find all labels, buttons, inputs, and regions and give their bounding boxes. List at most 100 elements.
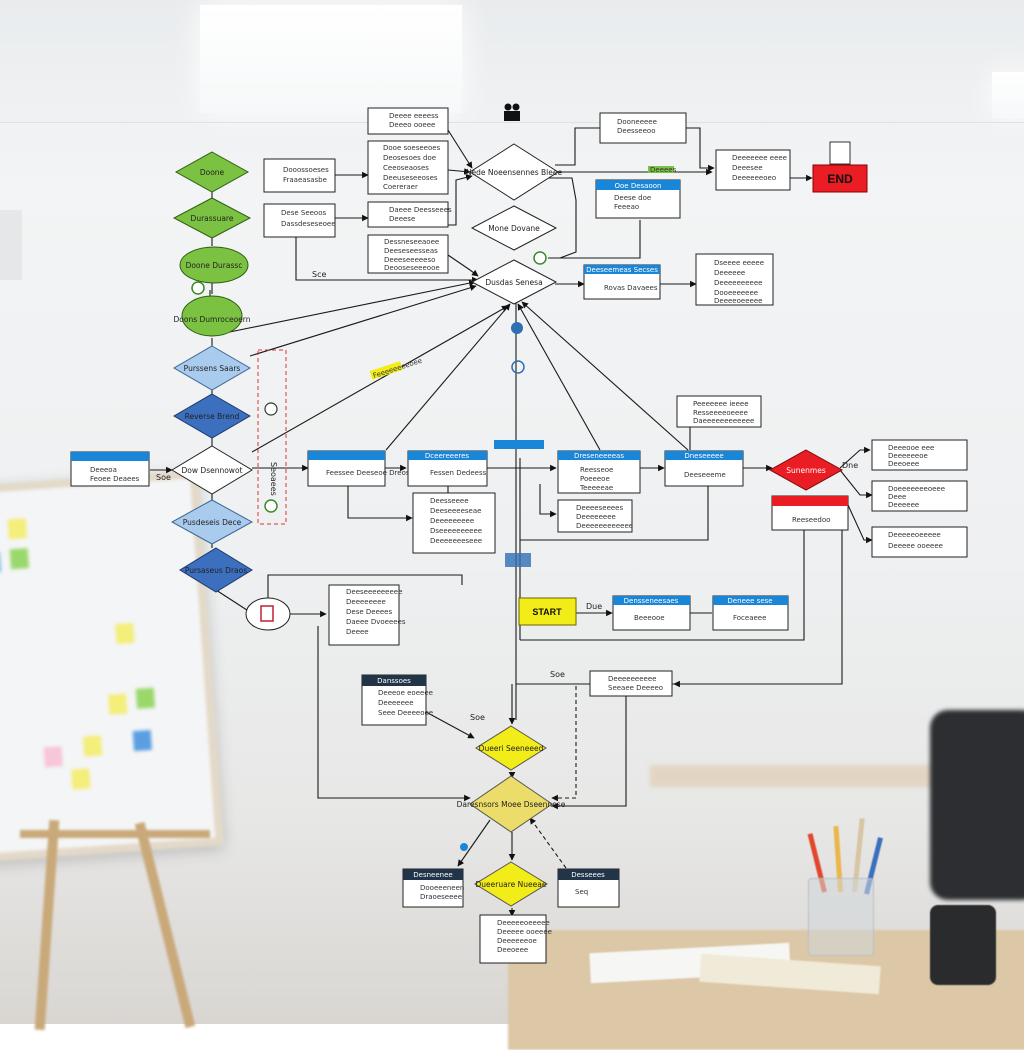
- connector: [209, 279, 476, 337]
- list-text: Deeseseesseas: [384, 247, 438, 255]
- list-box: [263, 203, 336, 238]
- node-text: Feeeao: [614, 203, 639, 211]
- node-header: [308, 451, 385, 460]
- list-text: Deeeeeee eeee: [732, 154, 787, 162]
- list-text: Deeeeeeoeo: [732, 174, 776, 182]
- list-text: Deeeee ooeeee: [497, 928, 552, 936]
- pen-cup: [808, 878, 874, 956]
- flowchart-diagram: Doone Durassuare Doone Durassc Doons Dum…: [70, 103, 968, 964]
- left-column: Doone Durassuare Doone Durassc Doons Dum…: [170, 151, 291, 631]
- list-text: Fraaeasasbe: [283, 176, 327, 184]
- edge-label: Seoaees: [269, 462, 278, 496]
- node-text: Poeeeoe: [580, 475, 610, 483]
- node-header-text: Deneee sese: [727, 597, 772, 605]
- list-text: Deosesoes doe: [383, 154, 436, 162]
- diamond-label: Reverse Brend: [185, 412, 240, 421]
- list-text: Ceeoseaoses: [383, 164, 429, 172]
- oval-green: [179, 246, 249, 284]
- connector: [520, 486, 709, 541]
- edge-label: Soe: [470, 713, 485, 722]
- node-text: Dooeeeneen: [420, 884, 464, 892]
- list-text: Daeee Deesseees: [389, 206, 452, 214]
- list-text: Peeeeeee ieeee: [693, 400, 749, 408]
- node-header: [596, 180, 680, 190]
- list-text: Deesseeoo: [617, 127, 655, 135]
- node-header-text: Densseneesaes: [624, 597, 679, 605]
- middle-row: Deeeoa Feoee Deaees Soe Feessee Deeseoe …: [70, 270, 762, 554]
- node-text: Deeseeeme: [684, 471, 726, 479]
- connector: [539, 484, 557, 518]
- list-text: Deeeeeeee: [576, 513, 616, 521]
- list-text: Deeuseseeoses: [383, 174, 438, 182]
- connector: [839, 469, 873, 499]
- list-text: Deeeeseeees: [576, 504, 623, 512]
- list-text: Dseeeeeeeeee: [430, 527, 482, 535]
- cloud-icon: [511, 322, 523, 334]
- node-header: [558, 869, 619, 880]
- edge-label: Soe: [550, 670, 565, 679]
- mug: [930, 905, 996, 985]
- connector: [215, 589, 251, 613]
- node-header: [362, 675, 426, 686]
- connector: [447, 254, 479, 277]
- end-terminal: [812, 164, 868, 193]
- node-tag: [494, 440, 544, 449]
- list-text: Deeee: [346, 628, 369, 636]
- green-tag-text: Deeees: [650, 166, 677, 174]
- handshake-icon: [511, 360, 525, 374]
- oval-label: Doone Durassc: [186, 261, 243, 270]
- list-text: Deeeeeeeee: [430, 517, 474, 525]
- list-box: [557, 499, 633, 533]
- diamond-label: Pusdeseis Dece: [183, 518, 242, 527]
- dashed-connector: [551, 683, 588, 802]
- list-text: Daeee Dvoeeees: [346, 618, 406, 626]
- list-box: [676, 395, 762, 428]
- node-header-text: Danssoes: [377, 677, 411, 685]
- diamond-label: Durassuare: [191, 214, 234, 223]
- list-text: Deeese: [389, 215, 415, 223]
- list-box: [695, 253, 774, 306]
- list-text: Deeeo ooeee: [389, 121, 435, 129]
- connector: [520, 177, 577, 259]
- list-text: Deesseeee: [430, 497, 469, 505]
- list-text: Deeeeeoeeeee: [497, 919, 550, 927]
- list-text: Resseeeeoeeee: [693, 409, 748, 417]
- list-text: Coereraer: [383, 183, 418, 191]
- node-text: Beeeooe: [634, 614, 665, 622]
- edge-label: Dne: [842, 461, 858, 470]
- list-text: Dessneseeaoee: [384, 238, 439, 246]
- list-text: Deeeeee: [714, 269, 745, 277]
- node-header-text: Dreseneeeeas: [574, 452, 624, 460]
- diamond-white: [171, 445, 253, 495]
- list-text: Deeeseeeeeso: [384, 256, 435, 264]
- list-text: Deeeoe eoeeee: [378, 689, 433, 697]
- connector: [686, 127, 715, 172]
- decorative-icons: [191, 103, 547, 851]
- list-box: [599, 112, 687, 144]
- cloud-icon: [460, 843, 468, 851]
- list-text: Deeseeeeseae: [430, 507, 481, 515]
- node-header: [613, 596, 690, 605]
- easel-bar: [20, 830, 210, 838]
- connector: [447, 129, 473, 169]
- diamond-white: [469, 143, 559, 201]
- list-text: Dooossoeses: [283, 166, 329, 174]
- oval-label: Doons Dumroceoern: [174, 315, 251, 324]
- red-dashed-group: [257, 349, 287, 525]
- node-text: Feoee Deaees: [90, 475, 140, 483]
- diamond-yellow: [469, 775, 553, 833]
- diamond-red: [768, 449, 844, 491]
- yellow-tag: [369, 361, 403, 380]
- diamond-yellow: [475, 725, 547, 771]
- list-text: Seee Deeeeoee: [378, 709, 433, 717]
- list-text: Deeeeeeee: [346, 598, 386, 606]
- node-header-text: Desseees: [571, 871, 605, 879]
- start-label: START: [532, 607, 562, 617]
- node-header-text: Desneenee: [413, 871, 452, 879]
- list-text: Deeeeeeeeeeee: [576, 522, 633, 530]
- connector: [520, 530, 805, 641]
- node-header: [408, 451, 487, 460]
- list-box: [412, 492, 496, 554]
- end-label: END: [827, 172, 853, 186]
- diamond-green: [174, 151, 250, 193]
